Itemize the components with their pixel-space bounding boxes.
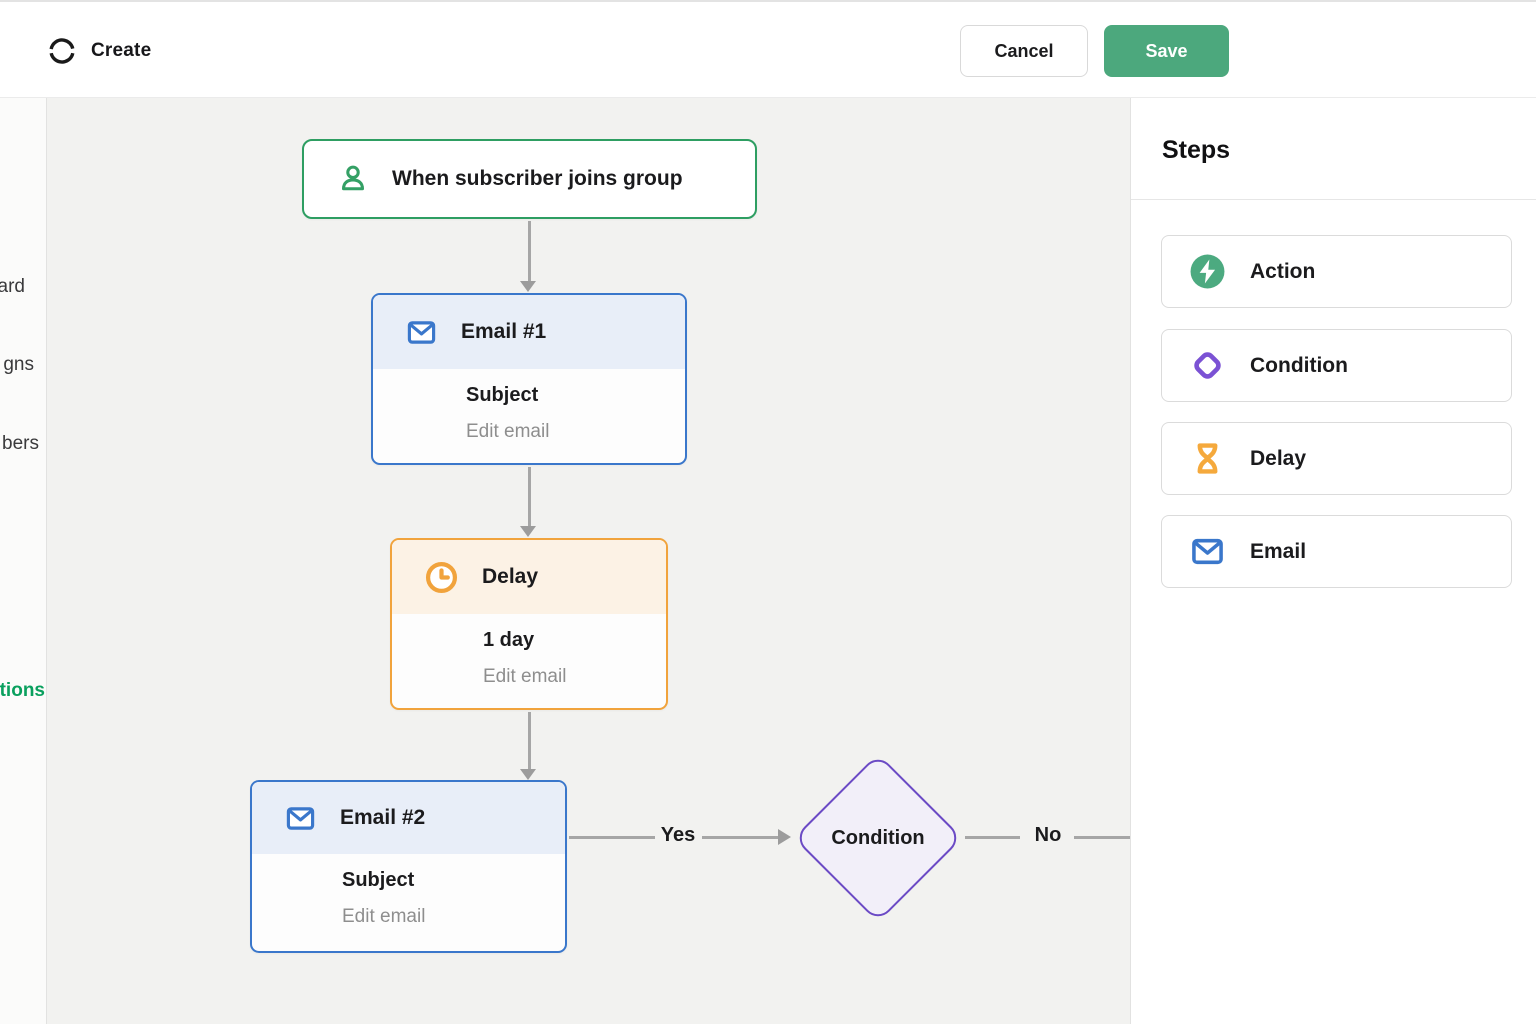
sidebar-item-automations[interactable]: tions bbox=[0, 680, 45, 701]
trigger-node[interactable]: When subscriber joins group bbox=[302, 139, 757, 219]
condition-label: Condition bbox=[831, 826, 925, 849]
step-card-condition[interactable]: Condition bbox=[1161, 329, 1512, 402]
step-label: Delay bbox=[1250, 446, 1307, 470]
condition-node[interactable]: Condition bbox=[793, 753, 963, 923]
connector-line bbox=[528, 221, 531, 281]
node-title: Email #2 bbox=[340, 806, 426, 829]
email-node-1[interactable]: Email #1 Subject Edit email bbox=[371, 293, 687, 465]
connector-line bbox=[965, 836, 1020, 839]
edit-email-link[interactable]: Edit email bbox=[483, 666, 567, 687]
email-node-2[interactable]: Email #2 Subject Edit email bbox=[250, 780, 567, 953]
connector-line bbox=[702, 836, 778, 839]
node-header: Delay bbox=[392, 540, 666, 614]
node-subject: Subject bbox=[466, 384, 539, 406]
workflow-canvas: Yes No When subscriber joins group Email… bbox=[48, 98, 1130, 1024]
arrowhead-down-icon bbox=[520, 281, 536, 292]
delay-duration: 1 day bbox=[483, 629, 535, 651]
sidebar-item-subscribers[interactable]: bers bbox=[2, 433, 39, 454]
edge-label-no: No bbox=[1034, 824, 1062, 846]
arrowhead-down-icon bbox=[520, 769, 536, 780]
brand: Create bbox=[48, 2, 151, 100]
node-title: Email #1 bbox=[461, 320, 547, 343]
trigger-label: When subscriber joins group bbox=[392, 167, 683, 190]
step-card-email[interactable]: Email bbox=[1161, 515, 1512, 588]
connector-line bbox=[528, 712, 531, 769]
hourglass-icon bbox=[1189, 440, 1226, 477]
step-label: Condition bbox=[1250, 353, 1348, 377]
sidebar-item-campaigns[interactable]: gns bbox=[3, 354, 34, 375]
node-header: Email #2 bbox=[252, 782, 565, 854]
step-label: Email bbox=[1250, 539, 1307, 563]
step-label: Action bbox=[1250, 259, 1316, 283]
save-button[interactable]: Save bbox=[1104, 25, 1229, 77]
connector-line bbox=[1074, 836, 1130, 839]
arrowhead-right-icon bbox=[778, 829, 791, 845]
edge-label-yes: Yes bbox=[660, 824, 696, 846]
arrowhead-down-icon bbox=[520, 526, 536, 537]
envelope-icon bbox=[286, 806, 315, 830]
logo-icon bbox=[49, 38, 75, 64]
divider bbox=[1131, 199, 1536, 200]
edit-email-link[interactable]: Edit email bbox=[466, 421, 550, 442]
envelope-icon bbox=[407, 320, 436, 344]
steps-panel: Steps Action Condition Delay bbox=[1130, 98, 1536, 1024]
envelope-icon bbox=[1189, 533, 1226, 570]
node-header: Email #1 bbox=[373, 295, 685, 369]
left-sidebar: ard gns bers tions bbox=[0, 98, 47, 1024]
sidebar-item-dashboard[interactable]: ard bbox=[0, 276, 25, 297]
delay-node[interactable]: Delay 1 day Edit email bbox=[390, 538, 668, 710]
step-card-action[interactable]: Action bbox=[1161, 235, 1512, 308]
edit-email-link[interactable]: Edit email bbox=[342, 906, 426, 927]
lightning-icon bbox=[1189, 253, 1226, 290]
step-card-delay[interactable]: Delay bbox=[1161, 422, 1512, 495]
person-icon bbox=[342, 165, 365, 191]
connector-line bbox=[569, 836, 655, 839]
steps-panel-title: Steps bbox=[1162, 136, 1231, 164]
node-subject: Subject bbox=[342, 869, 415, 891]
app-title: Create bbox=[91, 40, 152, 61]
topbar: Create Cancel Save bbox=[0, 0, 1536, 98]
connector-line bbox=[528, 467, 531, 526]
clock-icon bbox=[425, 561, 458, 593]
node-title: Delay bbox=[482, 565, 539, 588]
diamond-icon bbox=[1189, 347, 1226, 384]
cancel-button[interactable]: Cancel bbox=[960, 25, 1088, 77]
